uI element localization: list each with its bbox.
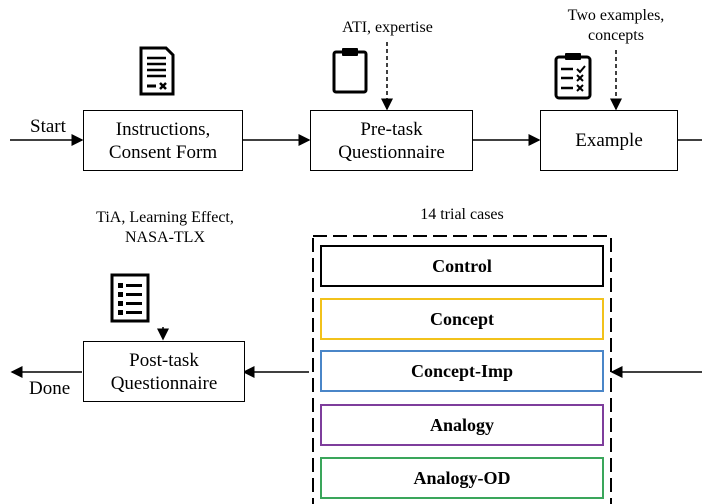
example-annotation-line1: Two examples, [567, 7, 665, 24]
instructions-consent-box: Instructions, Consent Form [83, 110, 243, 171]
done-label: Done [29, 378, 71, 399]
posttask-line1: Post-task [129, 349, 199, 371]
instructions-line2: Consent Form [108, 141, 218, 163]
condition-concept-imp: Concept-Imp [320, 350, 604, 392]
instructions-line1: Instructions, [115, 118, 211, 140]
example-annotation-line2: concepts [588, 27, 644, 44]
example-label: Example [575, 130, 643, 151]
document-icon [139, 46, 175, 96]
list-icon [110, 273, 150, 323]
condition-analogy-od: Analogy-OD [320, 457, 604, 499]
pretask-line1: Pre-task [360, 118, 423, 140]
trials-caption: 14 trial cases [420, 206, 504, 223]
posttask-annotation-line1: TiA, Learning Effect, [96, 209, 234, 226]
pretask-line2: Questionnaire [338, 141, 445, 163]
condition-control: Control [320, 245, 604, 287]
clipboard-icon [332, 48, 368, 94]
checklist-icon [554, 53, 592, 100]
pretask-questionnaire-box: Pre-task Questionnaire [310, 110, 473, 171]
condition-analogy: Analogy [320, 404, 604, 446]
posttask-questionnaire-box: Post-task Questionnaire [83, 341, 245, 402]
start-label: Start [30, 116, 66, 137]
example-box: Example [540, 110, 678, 171]
pretask-annotation: ATI, expertise [342, 19, 433, 36]
posttask-annotation-line2: NASA-TLX [125, 229, 205, 246]
condition-concept: Concept [320, 298, 604, 340]
trial-container [312, 235, 612, 504]
posttask-line2: Questionnaire [110, 372, 218, 394]
